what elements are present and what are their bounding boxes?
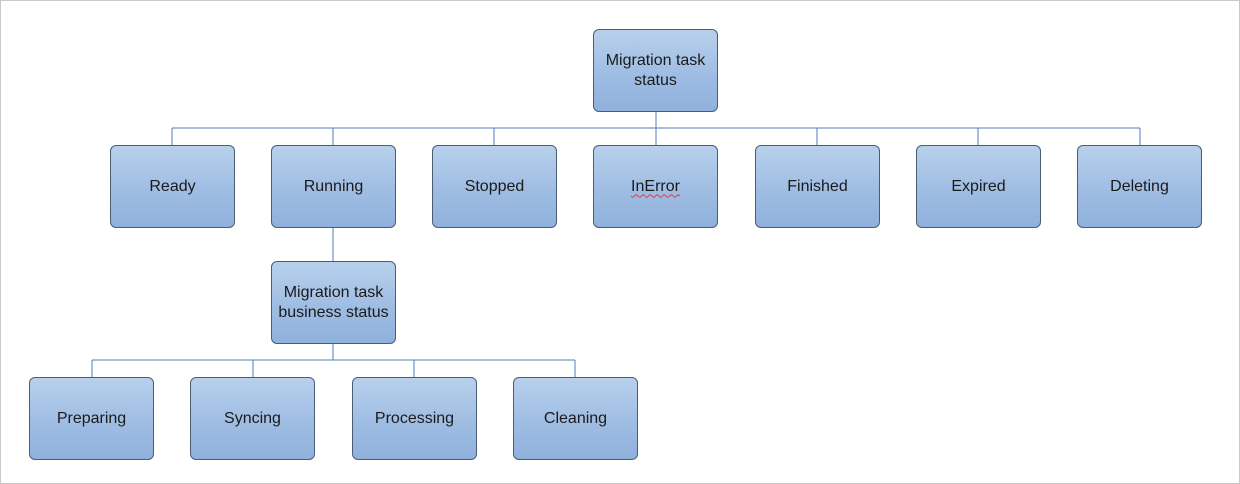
node-label: Ready [149,177,196,195]
node-label: Deleting [1110,177,1169,195]
node-label: Cleaning [543,409,608,427]
node-label: InError [631,177,680,195]
node-label: Syncing [224,409,281,427]
node-label: Running [303,177,364,195]
node-label: Migration task business status [278,283,389,321]
node-label: Processing [374,409,455,427]
node-migration-task-business-status: Migration task business status [271,261,396,344]
node-syncing: Syncing [190,377,315,460]
node-label: Stopped [464,177,525,195]
node-label: Preparing [56,409,127,427]
node-stopped: Stopped [432,145,557,228]
node-finished: Finished [755,145,880,228]
node-inerror: InError [593,145,718,228]
node-deleting: Deleting [1077,145,1202,228]
node-label: Expired [951,177,1006,195]
node-label: Finished [787,177,848,195]
node-migration-task-status: Migration task status [593,29,718,112]
node-label: Migration task status [605,51,706,89]
node-ready: Ready [110,145,235,228]
node-preparing: Preparing [29,377,154,460]
node-cleaning: Cleaning [513,377,638,460]
node-processing: Processing [352,377,477,460]
node-running: Running [271,145,396,228]
node-expired: Expired [916,145,1041,228]
